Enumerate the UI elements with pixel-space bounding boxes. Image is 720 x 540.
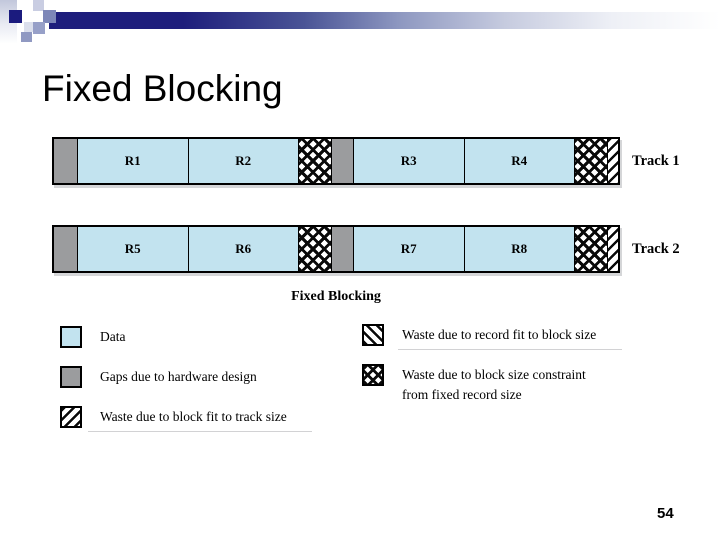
crosshatch-icon [362, 364, 384, 386]
track-2-bar: R5 R6 R7 R8 [52, 225, 620, 273]
gap-swatch-icon [60, 366, 82, 388]
record-segment: R1 [77, 139, 188, 183]
decorative-square [21, 32, 32, 42]
block-size-waste-segment [574, 139, 607, 183]
record-label: R4 [511, 153, 528, 168]
record-label: R8 [511, 241, 528, 256]
legend-label-line: from fixed record size [402, 387, 522, 402]
page-number: 54 [657, 505, 674, 522]
legend-item-data: Data [60, 326, 125, 348]
gap-segment [54, 227, 77, 271]
slide-title: Fixed Blocking [42, 68, 283, 109]
track-2-label: Track 2 [632, 240, 680, 257]
scan-artifact-line [398, 349, 622, 350]
block-size-waste-segment [298, 227, 331, 271]
decorative-square [9, 10, 22, 23]
record-segment: R2 [187, 139, 298, 183]
legend-item-gaps: Gaps due to hardware design [60, 366, 257, 388]
legend-label: Waste due to block fit to track size [100, 409, 287, 424]
record-label: R6 [235, 241, 252, 256]
track-fit-waste-segment [607, 139, 618, 183]
legend-label: Data [100, 329, 126, 344]
record-segment: R5 [77, 227, 188, 271]
gap-segment [54, 139, 77, 183]
track-fit-waste-segment [607, 227, 618, 271]
back-diagonal-hatch-icon [362, 324, 384, 346]
record-segment: R8 [463, 227, 574, 271]
record-segment: R7 [353, 227, 464, 271]
data-swatch-icon [60, 326, 82, 348]
track-1-label: Track 1 [632, 152, 680, 169]
legend-label: Waste due to block size constraint from … [402, 364, 586, 405]
record-label: R7 [400, 241, 417, 256]
record-segment: R6 [187, 227, 298, 271]
figure-caption: Fixed Blocking [291, 289, 381, 304]
legend-label-line: Waste due to block size constraint [402, 367, 586, 382]
scan-artifact-line [88, 431, 312, 432]
record-segment: R3 [353, 139, 464, 183]
decorative-square [33, 22, 45, 34]
legend-label: Gaps due to hardware design [100, 369, 257, 384]
legend-item-track-fit-waste: Waste due to block fit to track size [60, 406, 287, 428]
gap-segment [331, 139, 353, 183]
record-label: R2 [235, 153, 252, 168]
record-label: R1 [124, 153, 141, 168]
banner-gradient-bar [49, 12, 720, 29]
block-size-waste-segment [574, 227, 607, 271]
record-segment: R4 [463, 139, 574, 183]
record-label: R5 [124, 241, 141, 256]
decorative-square [33, 0, 44, 11]
record-label: R3 [400, 153, 417, 168]
legend-item-block-size-waste: Waste due to block size constraint from … [362, 364, 586, 405]
legend-item-record-fit-waste: Waste due to record fit to block size [362, 324, 596, 346]
decorative-square [24, 22, 33, 32]
gap-segment [331, 227, 353, 271]
forward-diagonal-hatch-icon [60, 406, 82, 428]
track-1-bar: R1 R2 R3 R4 [52, 137, 620, 185]
decorative-square [43, 10, 56, 23]
legend-label: Waste due to record fit to block size [402, 327, 597, 342]
block-size-waste-segment [298, 139, 331, 183]
